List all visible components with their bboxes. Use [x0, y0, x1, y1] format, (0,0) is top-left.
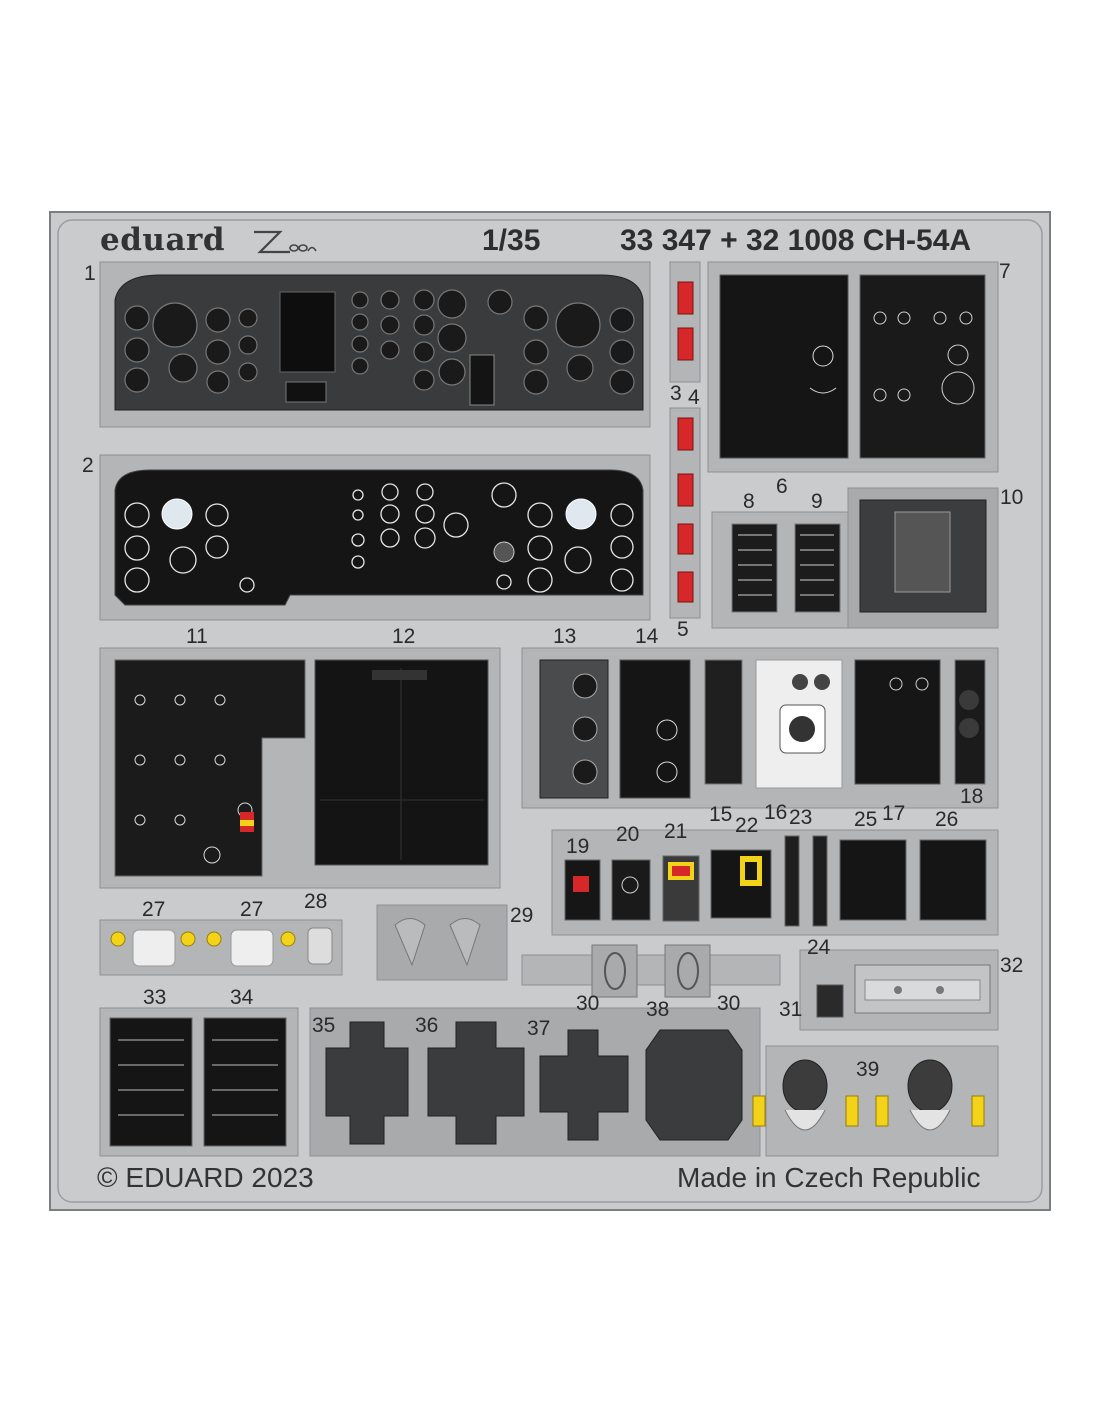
zoom-logo	[254, 230, 317, 254]
part-number-3: 3	[670, 382, 682, 405]
part-number-15: 15	[709, 803, 732, 826]
part-number-25: 25	[854, 808, 877, 831]
part-number-30a: 30	[576, 992, 599, 1015]
parts-19-26-strip	[551, 829, 999, 936]
part-number-31: 31	[779, 998, 802, 1021]
part-number-13: 13	[553, 625, 576, 648]
part-number-14: 14	[635, 625, 659, 648]
part-number-33: 33	[143, 986, 166, 1009]
part-number-30b: 30	[717, 992, 740, 1015]
part-number-2: 2	[82, 454, 94, 477]
part-7-panel	[859, 274, 986, 459]
parts-27-28-strip	[99, 919, 343, 976]
part-number-37: 37	[527, 1017, 550, 1040]
made-in-label: Made in Czech Republic	[677, 1162, 981, 1193]
part-number-32: 32	[1000, 954, 1023, 977]
part-number-34: 34	[230, 986, 254, 1009]
part-30-38-strip	[521, 944, 781, 998]
part-number-7: 7	[999, 260, 1011, 283]
part-number-16: 16	[764, 801, 787, 824]
part-number-38: 38	[646, 998, 669, 1021]
part-number-36: 36	[415, 1014, 438, 1037]
brand-logo: eduard	[100, 222, 226, 258]
part-number-35: 35	[312, 1014, 335, 1037]
part-1-instrument-panel	[99, 261, 651, 428]
parts-31-32	[799, 949, 999, 1031]
part-number-39: 39	[856, 1058, 879, 1081]
part-2-instrument-panel	[99, 454, 651, 621]
part-number-26: 26	[935, 808, 958, 831]
part-number-6: 6	[776, 475, 788, 498]
copyright-label: © EDUARD 2023	[97, 1162, 314, 1193]
part-number-23: 23	[789, 806, 812, 829]
part-number-27b: 27	[240, 898, 263, 921]
part-number-17: 17	[882, 802, 905, 825]
part-39	[752, 1045, 999, 1157]
part-number-24: 24	[807, 936, 831, 959]
part-number-10: 10	[1000, 486, 1023, 509]
part-number-20: 20	[616, 823, 639, 846]
part-number-1: 1	[84, 262, 96, 285]
part-12-panel	[314, 659, 489, 866]
part-8-9-10-group	[711, 487, 999, 629]
part-number-8: 8	[743, 490, 755, 513]
part-number-5: 5	[677, 618, 689, 641]
parts-13-18-strip	[521, 647, 999, 809]
part-number-12: 12	[392, 625, 415, 648]
part-29	[376, 904, 508, 981]
parts-35-38	[309, 1007, 761, 1157]
set-code-label: 33 347 + 32 1008 CH-54A	[620, 224, 972, 257]
scale-label: 1/35	[482, 224, 541, 257]
parts-3-4-5-red-strips	[669, 261, 701, 619]
parts-33-34	[99, 1007, 299, 1157]
part-number-29: 29	[510, 904, 533, 927]
part-number-4: 4	[688, 386, 700, 409]
part-number-28: 28	[304, 890, 327, 913]
part-number-21: 21	[664, 820, 687, 843]
fret-inner-border	[57, 219, 1043, 1203]
part-number-22: 22	[735, 814, 758, 837]
part-number-18: 18	[960, 785, 983, 808]
part-number-19: 19	[566, 835, 589, 858]
part-number-11: 11	[186, 625, 208, 648]
part-number-9: 9	[811, 490, 823, 513]
part-number-27a: 27	[142, 898, 165, 921]
